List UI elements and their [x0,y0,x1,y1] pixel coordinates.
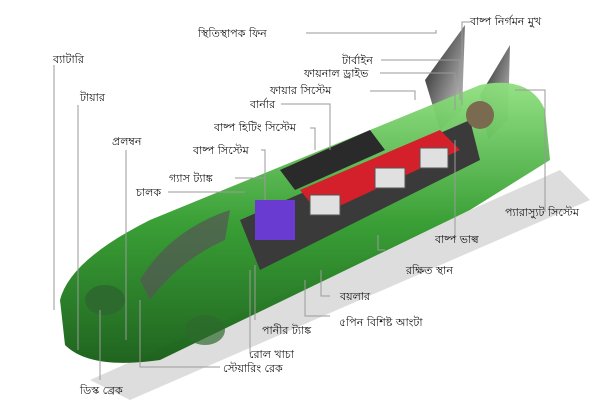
label-boiler: বয়লার [340,290,371,303]
label-turbine: টার্বাইন [342,54,373,67]
label-burner: বার্নার [250,98,276,111]
label-steam-heating: বাষ্প হিটিং সিস্টেম [214,121,297,134]
label-battery: ব্যাটারি [53,53,84,66]
label-gas-tank: গ্যাস ট্যাঙ্ক [169,172,213,185]
label-driver: চালক [136,186,162,199]
label-five-pin-ring: ৫পিন বিশিষ্ট আংটা [339,316,423,329]
label-protected-space: রক্ষিত স্থান [406,264,453,277]
label-suspension: প্রলম্বন [112,135,142,148]
label-steam-exhaust: বাষ্প নির্গমন মুখ [470,15,542,28]
label-steam-valve: বাষ্প ভাল্ব [435,233,479,246]
label-disc-brake: ডিস্ক ব্রেক [80,384,123,397]
label-steering-rack: স্টেয়ারিং রেক [223,362,283,375]
label-roll-cage: রোল খাচা [249,348,294,361]
label-elastic-fin: স্থিতিস্থাপক ফিন [198,27,267,40]
label-final-drive: ফায়নাল ড্রাইভ [304,67,369,80]
label-fire-system: ফায়ার সিস্টেম [270,84,332,97]
label-tyre: টায়ার [80,91,105,104]
label-water-tank: পানীর ট্যাঙ্ক [262,324,312,337]
label-parachute: প্যারাস্যুট সিস্টেম [505,206,579,219]
label-steam-system: বাষ্প সিস্টেম [193,144,249,157]
